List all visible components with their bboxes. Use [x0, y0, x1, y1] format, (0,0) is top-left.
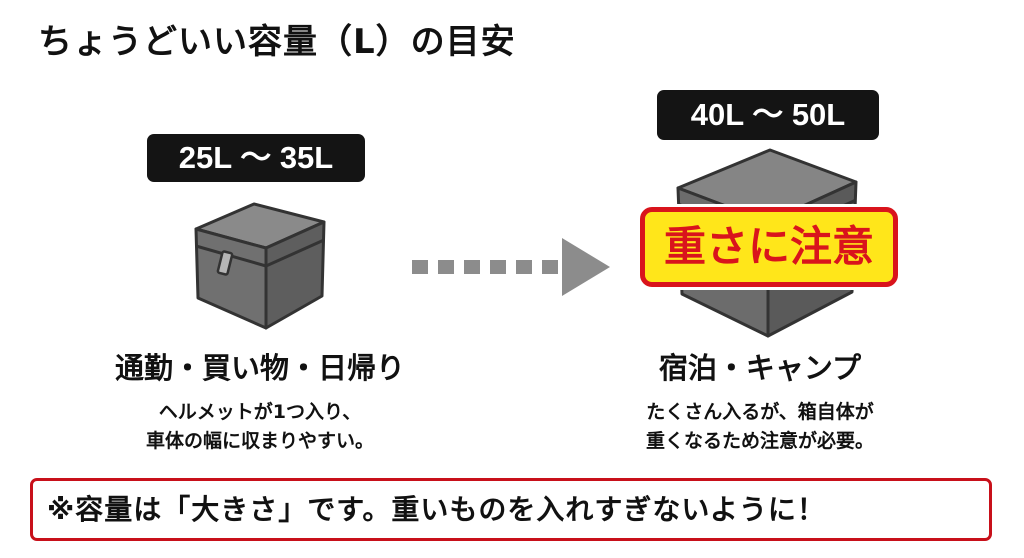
capacity-badge-small: 25L 〜 35L: [147, 134, 365, 182]
right-heading: 宿泊・キャンプ: [658, 351, 862, 385]
weight-caution-label: 重さに注意: [640, 207, 898, 287]
notice-banner: ※容量は「大きさ」です。重いものを入れすぎないように！: [30, 478, 992, 541]
page-title: ちょうどいい容量（L）の目安: [38, 22, 516, 62]
small-box-icon: [186, 196, 336, 340]
capacity-badge-large: 40L 〜 50L: [657, 90, 879, 140]
dotted-right-arrow-icon: [412, 232, 612, 306]
left-desc-line2: 車体の幅に収まりやすい。: [145, 430, 374, 452]
right-desc-line2: 重くなるため注意が必要。: [645, 430, 874, 452]
left-desc-line1: ヘルメットが1つ入り、: [158, 401, 362, 423]
left-description: ヘルメットが1つ入り、 車体の幅に収まりやすい。: [60, 398, 460, 456]
right-description: たくさん入るが、箱自体が 重くなるため注意が必要。: [560, 398, 960, 456]
left-heading: 通勤・買い物・日帰り: [114, 351, 405, 385]
right-desc-line1: たくさん入るが、箱自体が: [646, 401, 874, 423]
